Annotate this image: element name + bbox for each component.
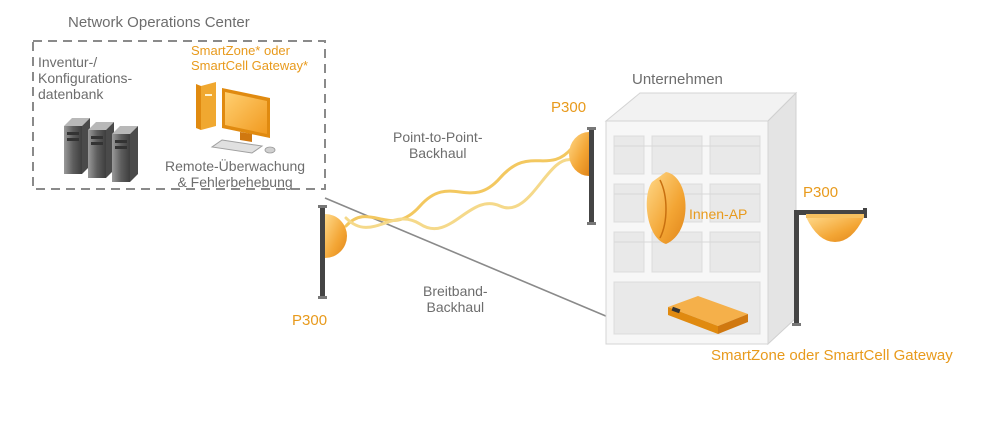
remote-line2: & Fehlerbehebung [177, 174, 293, 191]
ptp-line2: Backhaul [408, 145, 467, 162]
remote-line1: Remote-Überwachung [165, 158, 306, 174]
p300-left-label: P300 [292, 312, 328, 329]
gateway-appliance-icon [668, 296, 748, 334]
broadband-line1: Breitband- [423, 283, 488, 299]
indoor-access-point-icon [646, 172, 686, 244]
p300-antenna-icon [569, 127, 596, 225]
inventory-label-line2: Konfigurations- [38, 70, 133, 87]
p300-right-label: P300 [803, 184, 839, 201]
point-to-point-wave [344, 146, 574, 231]
noc-title-text: Network Operations Center [68, 14, 250, 31]
noc-dashed-box [32, 40, 326, 190]
inventory-label-line3: datenbank [38, 86, 104, 103]
company-label: Unternehmen [632, 71, 723, 88]
broadband-line2: Backhaul [426, 299, 485, 316]
smartzone-bottom-label: SmartZone oder SmartCell Gateway [711, 347, 953, 364]
p300-antenna-icon [318, 205, 347, 299]
ptp-backhaul-label: Point-to-Point- Backhaul [393, 129, 482, 161]
smartzone-top-line1: SmartZone* oder [191, 43, 290, 58]
smartzone-top-label: SmartZone* oder SmartCell Gateway* [191, 43, 309, 74]
p300-antenna-icon [792, 208, 867, 326]
remote-monitoring-label: Remote-Überwachung & Fehlerbehebung [165, 158, 305, 190]
desktop-computer-icon [196, 82, 276, 154]
p300-center-label: P300 [551, 99, 587, 116]
inventory-label-line1: Inventur-/ [38, 54, 98, 70]
server-rack-icon [64, 118, 138, 182]
inventory-label: Inventur-/ Konfigurations- datenbank [38, 54, 132, 102]
ptp-line1: Point-to-Point- [393, 129, 483, 145]
broadband-backhaul-label: Breitband- Backhaul [423, 283, 488, 315]
smartzone-top-line2: SmartCell Gateway* [191, 57, 309, 73]
noc-title: Network Operations Center [68, 14, 250, 31]
indoor-ap-label: Innen-AP [689, 206, 748, 222]
